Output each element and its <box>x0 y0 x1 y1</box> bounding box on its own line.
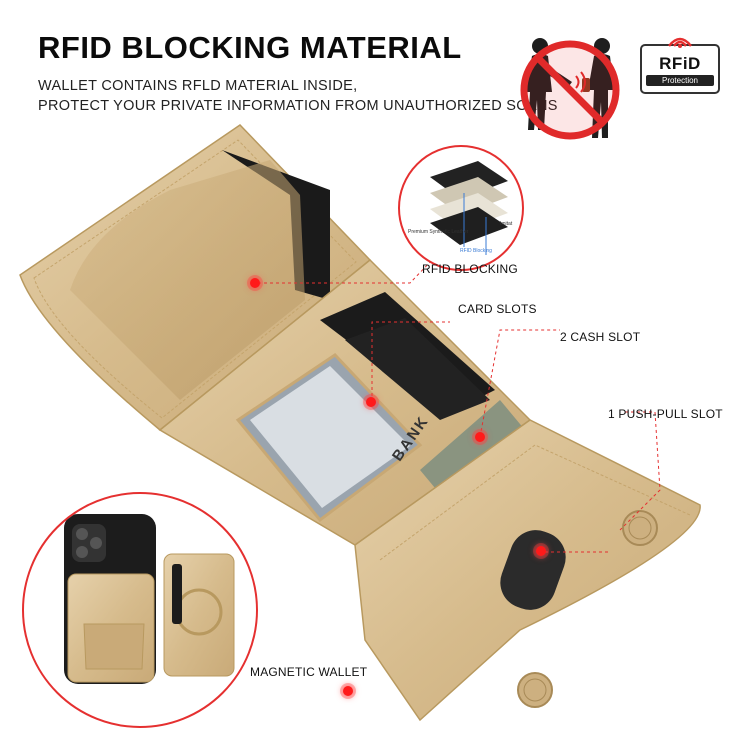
wallet-right-panel <box>354 419 701 722</box>
layer-label-imitation: Imitat <box>500 221 513 227</box>
push-pull-window <box>500 530 566 610</box>
callout-card-slots: CARD SLOTS <box>458 302 537 316</box>
phone-and-wallet-graphic <box>64 514 235 684</box>
layer-label-leather: Premium Synthetic Leather <box>408 229 469 235</box>
hotspot-rfid-blocking[interactable] <box>250 278 260 288</box>
subtitle-line-1: WALLET CONTAINS RFLD MATERIAL INSIDE, <box>38 78 358 94</box>
snap-button-1 <box>622 510 658 546</box>
material-layers-graphic <box>430 161 508 255</box>
layers-inset: Premium Synthetic Leather RFID Blocking … <box>398 145 524 271</box>
card-in-slot-2 <box>345 318 490 420</box>
hotspot-cash-slot[interactable] <box>475 432 485 442</box>
no-sign-icon <box>520 40 620 140</box>
layer-label-rfid: RFID Blocking <box>460 248 492 254</box>
callout-rfid-blocking: RFID BLOCKING <box>422 262 518 276</box>
callout-cash-slot: 2 CASH SLOT <box>560 330 641 344</box>
magnetic-wallet-inset <box>22 492 258 728</box>
callout-magnetic-wallet: MAGNETIC WALLET <box>250 665 368 679</box>
signal-waves-icon <box>575 71 586 93</box>
subtitle-line-2: PROTECT YOUR PRIVATE INFORMATION FROM UN… <box>38 98 558 114</box>
hotspot-card-slots[interactable] <box>366 397 376 407</box>
badge-sub-text: Protection <box>646 75 714 86</box>
page-title: RFID BLOCKING MATERIAL <box>38 30 462 65</box>
cash-bills <box>420 400 525 500</box>
hotspot-push-pull-slot[interactable] <box>536 546 546 556</box>
callout-push-pull-slot: 1 PUSH-PULL SLOT <box>608 407 723 421</box>
rfid-protection-badge: RFiD Protection <box>640 37 720 94</box>
callout-lines <box>258 209 661 691</box>
snap-button-2 <box>517 672 553 708</box>
badge-main-text: RFiD <box>659 54 701 73</box>
wallet-left-flap <box>19 124 372 431</box>
anti-scan-illustration <box>520 38 620 140</box>
wifi-icon <box>668 37 692 48</box>
hotspot-magnetic-wallet[interactable] <box>343 686 353 696</box>
